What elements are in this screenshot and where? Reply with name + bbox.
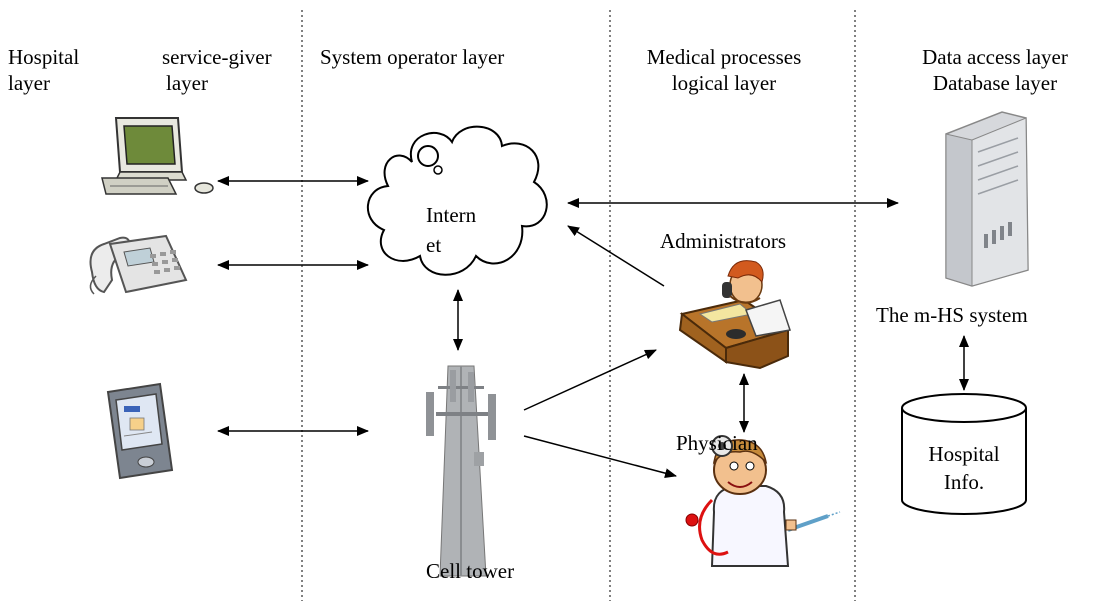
arrow-tower-admin: [523, 349, 657, 411]
computer-icon: [101, 117, 214, 195]
server-icon: [945, 111, 1029, 287]
system-operator-layer-title: System operator layer: [320, 45, 505, 69]
administrator-icon: [678, 260, 791, 370]
arrow-admin-internet: [567, 225, 665, 287]
database-icon: [901, 393, 1027, 515]
hospital-layer-title: Hospital layer: [8, 45, 80, 95]
service-giver-layer-title: service-giver layer: [162, 45, 272, 95]
cell-tower-icon: [426, 365, 496, 577]
data-access-layer-title: Data access layer Database layer: [922, 45, 1068, 95]
internet-label: Intern et: [426, 203, 477, 257]
mhs-system-label: The m-HS system: [876, 303, 1028, 327]
cell-tower-label: Cell tower: [426, 559, 515, 583]
physician-icon: [685, 435, 841, 567]
pda-icon: [106, 382, 174, 480]
cloud-icon: [367, 125, 548, 276]
medical-processes-layer-title: Medical processes logical layer: [646, 45, 802, 95]
arrow-tower-physician: [523, 435, 677, 479]
administrators-label: Administrators: [660, 229, 786, 253]
physician-label: Physician: [676, 431, 758, 455]
hospital-info-label: Hospital Info.: [928, 442, 1000, 494]
telephone-icon: [89, 234, 188, 295]
